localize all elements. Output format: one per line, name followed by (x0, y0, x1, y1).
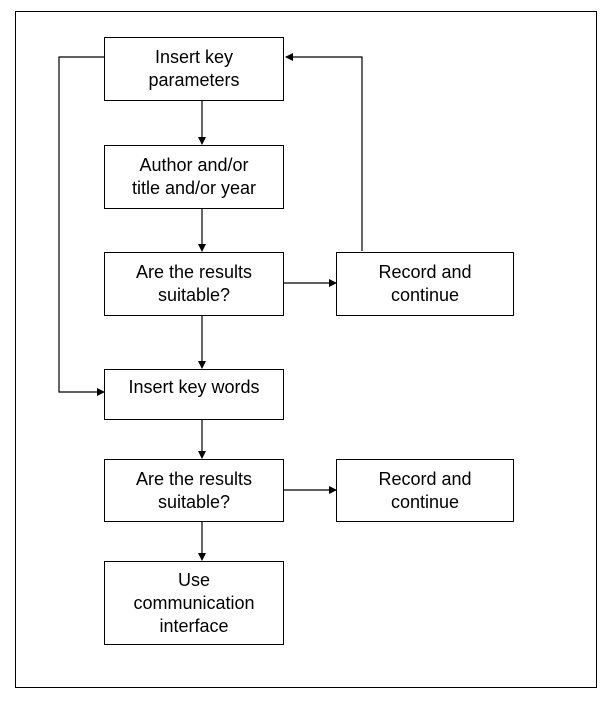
record-continue-box-2: Record and continue (336, 459, 514, 522)
use-communication-interface-box: Use communication interface (104, 561, 284, 645)
insert-key-parameters-box: Insert key parameters (104, 37, 284, 101)
record-continue-label-1: Record and continue (378, 262, 472, 305)
use-communication-interface-label: Use communication interface (133, 569, 255, 636)
author-title-year-box: Author and/or title and/or year (104, 145, 284, 209)
insert-key-parameters-label: Insert key parameters (148, 47, 240, 90)
arrow-parameters-to-keywords (58, 56, 105, 396)
results-suitable-label-1: Are the results suitable? (135, 262, 253, 305)
results-suitable-label-2: Are the results suitable? (135, 468, 253, 512)
author-title-year-label: Author and/or title and/or year (131, 155, 257, 198)
record-continue-label-2: Record and continue (378, 468, 472, 512)
diagram-frame (15, 11, 597, 688)
record-continue-box-1: Record and continue (336, 252, 514, 316)
arrow-record-1-to-parameters (285, 53, 363, 251)
insert-key-words-box: Insert key words (104, 369, 284, 420)
results-suitable-box-1: Are the results suitable? (104, 252, 284, 316)
insert-key-words-label: Insert key words (128, 377, 260, 397)
results-suitable-box-2: Are the results suitable? (104, 459, 284, 522)
